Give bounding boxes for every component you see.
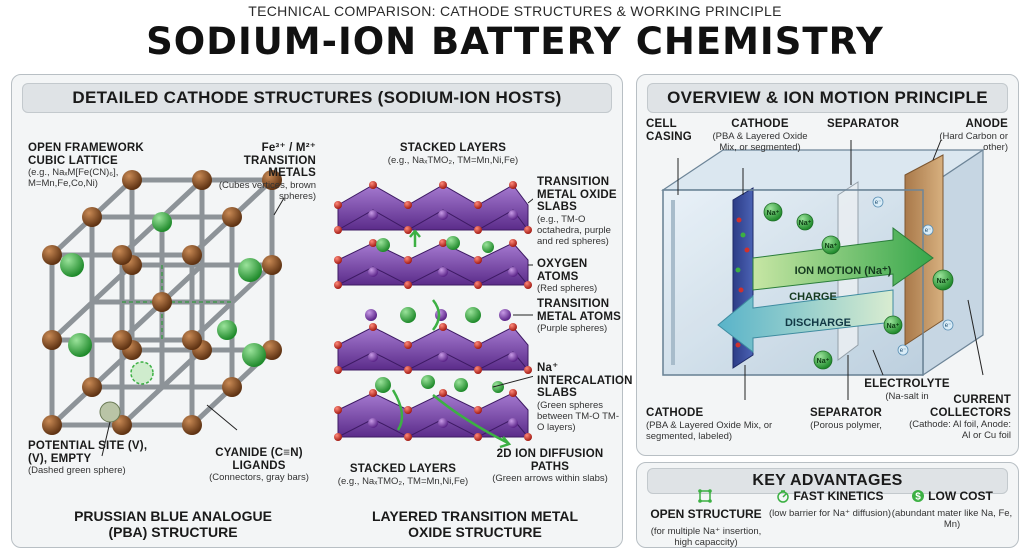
tm-oxide-slabs-label: TRANSITION METAL OXIDE SLABS (e.g., TM-O… bbox=[537, 176, 617, 247]
stacked-layers-top-label: STACKED LAYERS (e.g., NaₓTMO₂, TM=Mn,Ni,… bbox=[387, 142, 519, 166]
na-ion-label: Na⁺ bbox=[887, 323, 900, 330]
cell-diagram: ION MOTION (Na⁺) CHARGE DISCHARGE Na⁺ Na… bbox=[661, 140, 985, 400]
cathode-structures-title: DETAILED CATHODE STRUCTURES (SODIUM-ION … bbox=[22, 83, 612, 113]
electrolyte-label: ELECTROLYTE (Na-salt in bbox=[864, 378, 950, 402]
electron-label: e⁻ bbox=[875, 200, 882, 206]
cathode-bottom-label: CATHODE (PBA & Layered Oxide Mix, or seg… bbox=[646, 407, 773, 442]
electron-label: e⁻ bbox=[925, 228, 932, 234]
diffusion-paths-label: 2D ION DIFFUSION PATHS (Green arrows wit… bbox=[492, 448, 608, 484]
na-ion-label: Na⁺ bbox=[817, 358, 830, 365]
open-framework-label: OPEN FRAMEWORK CUBIC LATTICE (e.g., NaₓM… bbox=[28, 142, 144, 189]
pba-lattice-diagram bbox=[42, 170, 285, 457]
layered-structure-name: LAYERED TRANSITION METAL OXIDE STRUCTURE bbox=[371, 508, 579, 540]
na-ion-label: Na⁺ bbox=[767, 210, 780, 217]
advantage-fast-kinetics: FAST KINETICS (low barrier for Na⁺ diffu… bbox=[768, 488, 892, 519]
na-ion-label: Na⁺ bbox=[937, 278, 950, 285]
cell-casing-label: CELL CASING bbox=[646, 118, 692, 143]
separator-top-label: SEPARATOR bbox=[827, 118, 900, 130]
layered-oxide-diagram bbox=[334, 181, 533, 449]
page-title: SODIUM-ION BATTERY CHEMISTRY bbox=[146, 20, 884, 63]
cyanide-ligands-label: CYANIDE (C≡N) LIGANDS (Connectors, gray … bbox=[209, 447, 309, 483]
na-intercalation-label: Na⁺ INTERCALATION SLABS (Green spheres b… bbox=[537, 362, 633, 433]
open-structure-icon bbox=[697, 488, 712, 503]
oxygen-atoms-label: OXYGEN ATOMS (Red spheres) bbox=[537, 258, 598, 294]
advantage-low-cost: $LOW COST (abundant mater like Na, Fe, M… bbox=[891, 488, 1013, 530]
transition-metals-label: Fe³⁺ / M²⁺ TRANSITION METALS (Cubes vert… bbox=[218, 142, 316, 202]
electron-label: e⁻ bbox=[900, 348, 907, 354]
page-subtitle: TECHNICAL COMPARISON: CATHODE STRUCTURES… bbox=[248, 3, 782, 19]
stacked-layers-bottom-label: STACKED LAYERS (e.g., NaₓTMO₂, TM=Mn,Ni,… bbox=[337, 463, 469, 487]
potential-site-label: POTENTIAL SITE (V), (V), EMPTY (Dashed g… bbox=[28, 440, 148, 476]
dollar-icon: $ bbox=[912, 489, 925, 502]
key-advantages-title: KEY ADVANTAGES bbox=[647, 468, 1008, 494]
electron-label: e⁻ bbox=[945, 323, 952, 329]
overview-title: OVERVIEW & ION MOTION PRINCIPLE bbox=[647, 83, 1008, 113]
na-ion-label: Na⁺ bbox=[799, 220, 812, 227]
key-advantages-panel: KEY ADVANTAGES bbox=[636, 462, 1019, 548]
fast-kinetics-icon bbox=[777, 490, 790, 503]
discharge-text: DISCHARGE bbox=[785, 317, 851, 329]
na-ion-label: Na⁺ bbox=[825, 243, 838, 250]
anode-label: ANODE (Hard Carbon or other) bbox=[939, 118, 1008, 153]
cathode-top-label: CATHODE (PBA & Layered Oxide Mix, or seg… bbox=[712, 118, 808, 153]
charge-text: CHARGE bbox=[789, 291, 837, 303]
cathode-structures-panel: DETAILED CATHODE STRUCTURES (SODIUM-ION … bbox=[11, 74, 623, 548]
separator-bottom-label: SEPARATOR (Porous polymer, bbox=[809, 407, 883, 431]
ion-motion-text: ION MOTION (Na⁺) bbox=[795, 265, 892, 277]
pba-structure-name: PRUSSIAN BLUE ANALOGUE (PBA) STRUCTURE bbox=[74, 508, 272, 540]
tm-atoms-label: TRANSITION METAL ATOMS (Purple spheres) bbox=[537, 298, 621, 334]
svg-text:$: $ bbox=[915, 491, 921, 502]
advantage-open-structure: OPEN STRUCTURE (for multiple Na⁺ inserti… bbox=[642, 487, 770, 548]
current-collectors-label: CURRENT COLLECTORS (Cathode: Al foil, An… bbox=[909, 394, 1011, 441]
